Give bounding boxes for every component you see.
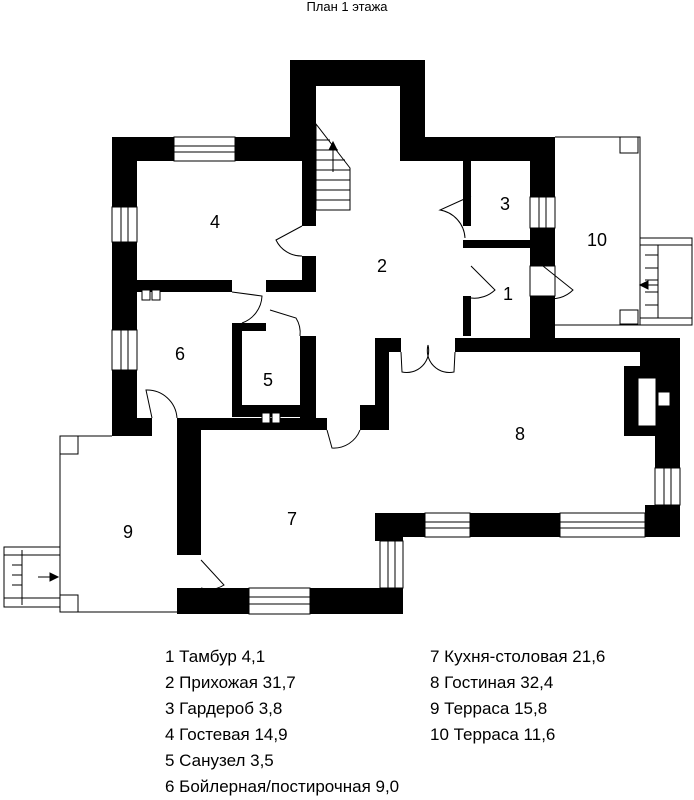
legend-item: 7 Кухня-столовая 21,6: [430, 647, 606, 666]
stairs-internal: [315, 122, 351, 211]
legend-item: 5 Санузел 3,5: [165, 751, 274, 770]
legend-item: 3 Гардероб 3,8: [165, 699, 283, 718]
legend-item: 1 Тамбур 4,1: [165, 647, 266, 666]
room-label-1: 1: [503, 284, 513, 304]
windows: [111, 136, 681, 615]
room-label-7: 7: [287, 509, 297, 529]
legend-item: 8 Гостиная 32,4: [430, 673, 554, 692]
legend-item: 6 Бойлерная/постирочная 9,0: [165, 777, 400, 796]
room-label-4: 4: [210, 212, 220, 232]
room-label-2: 2: [377, 256, 387, 276]
room-label-9: 9: [123, 522, 133, 542]
room-label-5: 5: [263, 370, 273, 390]
legend-item: 4 Гостевая 14,9: [165, 725, 288, 744]
legend-item: 9 Терраса 15,8: [430, 699, 548, 718]
room-label-8: 8: [515, 424, 525, 444]
room-label-6: 6: [175, 344, 185, 364]
stairs-terrace-10: [638, 237, 693, 326]
legend-item: 2 Прихожая 31,7: [165, 673, 296, 692]
floor-plan: 1 2 3 4 5 6 7 8 9 10: [3, 60, 693, 615]
stairs-terrace-9: [3, 546, 61, 608]
room-label-10: 10: [587, 230, 607, 250]
legend-item: 10 Терраса 11,6: [430, 725, 556, 744]
terrace-outlines: [59, 136, 641, 613]
walls: [112, 60, 680, 614]
room-label-3: 3: [500, 194, 510, 214]
doors: [145, 195, 574, 590]
plan-title: План 1 этажа: [306, 0, 388, 14]
